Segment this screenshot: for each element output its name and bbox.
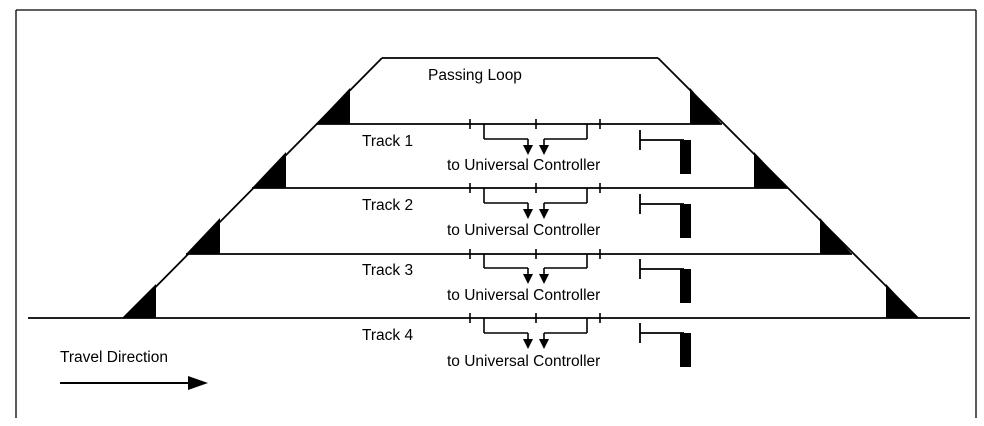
track-3-label: Track 3	[362, 262, 413, 279]
travel-direction-label: Travel Direction	[60, 349, 168, 366]
track-4-controller-label: to Universal Controller	[447, 353, 600, 370]
track-3: Track 3 to Universal Controller	[362, 249, 691, 304]
track-2-arrow-left	[523, 209, 533, 219]
turnout-marker-l1	[316, 88, 350, 124]
track-2: Track 2 to Universal Controller	[362, 183, 691, 239]
track-2-arrow-right	[539, 209, 549, 219]
track-2-label: Track 2	[362, 197, 413, 214]
track-3-arrow-right	[539, 274, 549, 284]
turnout-marker-l2	[252, 152, 286, 188]
track-2-feeder-wiring	[469, 183, 601, 210]
turnout-marker-l3	[186, 218, 220, 254]
track-3-signal	[639, 259, 691, 303]
track-3-controller-label: to Universal Controller	[447, 287, 600, 304]
track-2-signal	[639, 194, 691, 238]
track-1-feeder-wiring	[469, 119, 601, 146]
track-1-signal	[639, 130, 691, 174]
track-4-arrow-left	[523, 339, 533, 349]
track-2-controller-label: to Universal Controller	[447, 222, 600, 239]
track-1-arrow-left	[523, 145, 533, 155]
travel-direction-arrow-icon	[60, 376, 208, 390]
track-1: Track 1 to Universal Controller	[362, 119, 691, 174]
turnout-marker-l4	[122, 284, 156, 318]
track-1-label: Track 1	[362, 133, 413, 150]
turnout-markers	[122, 88, 918, 318]
track-3-feeder-wiring	[469, 249, 601, 275]
track-4-arrow-right	[539, 339, 549, 349]
track-1-arrow-right	[539, 145, 549, 155]
track-1-controller-label: to Universal Controller	[447, 157, 600, 174]
passing-loop-label: Passing Loop	[428, 67, 522, 84]
turnout-marker-r2	[754, 152, 788, 188]
track-4-label: Track 4	[362, 327, 413, 344]
track-4-signal	[639, 323, 691, 367]
turnout-marker-r3	[820, 218, 852, 254]
track-4-feeder-wiring	[469, 313, 601, 340]
track-3-arrow-left	[523, 274, 533, 284]
turnout-marker-r4	[886, 284, 918, 318]
frame	[15, 9, 977, 418]
track-lines	[28, 123, 970, 319]
track-4: Track 4 to Universal Controller	[362, 313, 691, 370]
turnout-marker-r1	[690, 88, 722, 124]
